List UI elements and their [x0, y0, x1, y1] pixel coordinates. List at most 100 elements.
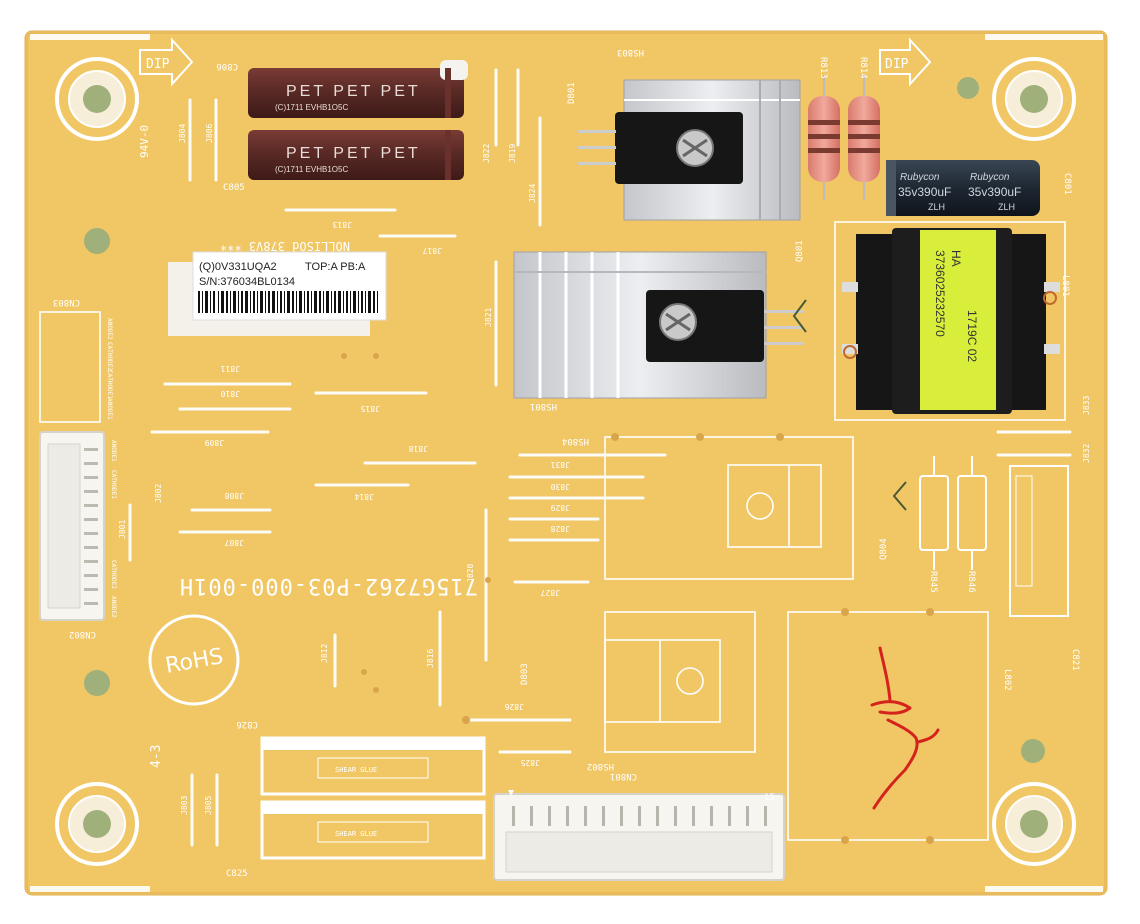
svg-text:Rubycon: Rubycon	[900, 172, 940, 183]
svg-text:J805: J805	[204, 796, 213, 815]
svg-text:(Q)0V331UQA2: (Q)0V331UQA2	[199, 261, 277, 273]
svg-text:J803: J803	[180, 796, 189, 815]
mounting-hole-bottom-right	[992, 782, 1076, 866]
pcb-board	[24, 30, 1108, 896]
svg-text:PET PET PET: PET PET PET	[286, 83, 421, 100]
serial-sticker: (Q)0V331UQA2 TOP:A PB:A S/N:376034BL0134	[168, 251, 387, 336]
mounting-hole-bottom-left	[55, 782, 139, 866]
svg-text:J818: J818	[409, 444, 428, 453]
svg-text:HS802: HS802	[587, 761, 614, 771]
svg-text:C801: C801	[1062, 173, 1072, 195]
svg-text:ANODE2: ANODE2	[110, 596, 117, 618]
vias	[341, 353, 934, 844]
svg-text:S/N:376034BL0134: S/N:376034BL0134	[199, 276, 295, 288]
svg-text:HS804: HS804	[562, 436, 589, 446]
svg-text:HA: HA	[949, 250, 963, 267]
svg-text:J806: J806	[205, 124, 214, 143]
mounting-holes	[55, 57, 1076, 866]
svg-text:R845: R845	[928, 571, 938, 593]
svg-text:(C)1711 EVHB1O5C: (C)1711 EVHB1O5C	[275, 165, 348, 174]
svg-text:J831: J831	[551, 460, 570, 469]
svg-text:J828: J828	[551, 524, 570, 533]
svg-text:C825: C825	[226, 869, 248, 879]
barcode	[198, 291, 378, 313]
svg-text:R813: R813	[818, 57, 828, 79]
svg-text:SHEAR GLUE: SHEAR GLUE	[335, 830, 377, 838]
svg-text:L802: L802	[1002, 669, 1012, 691]
capacitor-c825-outline: SHEAR GLUE	[260, 800, 486, 860]
svg-text:1719C 02: 1719C 02	[965, 310, 979, 362]
svg-text:35v390uF: 35v390uF	[898, 185, 951, 199]
svg-text:D803: D803	[520, 663, 530, 685]
connector-cn801: 15	[493, 790, 785, 881]
svg-text:(C)1711 EVHB1O5C: (C)1711 EVHB1O5C	[275, 103, 348, 112]
svg-text:SHEAR GLUE: SHEAR GLUE	[335, 766, 377, 774]
outline-hs804	[604, 436, 854, 580]
svg-text:TOP:A PB:A: TOP:A PB:A	[305, 261, 366, 273]
red-marker-scribble	[870, 646, 940, 810]
svg-text:C821: C821	[1070, 649, 1080, 671]
resistor-r813	[808, 75, 840, 200]
svg-text:CATHODE1: CATHODE1	[110, 470, 117, 499]
svg-text:94V-0: 94V-0	[138, 125, 151, 158]
svg-text:CATHODE2: CATHODE2	[106, 342, 113, 371]
svg-text:J832: J832	[1082, 444, 1091, 463]
svg-text:J816: J816	[426, 649, 435, 668]
svg-text:Q801: Q801	[795, 240, 805, 262]
capacitor-c805: PET PET PET (C)1711 EVHB1O5C	[248, 130, 464, 180]
svg-text:J801: J801	[118, 520, 127, 539]
hole-left-2	[84, 670, 110, 696]
svg-text:ANODE2: ANODE2	[106, 318, 113, 340]
svg-text:35v390uF: 35v390uF	[968, 185, 1021, 199]
svg-text:4-3: 4-3	[149, 745, 164, 768]
svg-text:CN801: CN801	[610, 771, 637, 781]
svg-text:3736025232570: 3736025232570	[933, 250, 947, 337]
svg-text:NOLLISOd 378V3 ***: NOLLISOd 378V3 ***	[220, 239, 350, 253]
svg-text:J802: J802	[154, 484, 163, 503]
svg-text:R814: R814	[858, 57, 868, 79]
mounting-hole-top-left	[55, 57, 139, 141]
svg-text:ZLH: ZLH	[998, 202, 1015, 212]
svg-text:J815: J815	[361, 404, 380, 413]
svg-text:DIP: DIP	[885, 57, 909, 72]
outline-l802	[787, 611, 989, 841]
hole-right-bottom	[1021, 739, 1045, 763]
svg-text:Q804: Q804	[879, 538, 889, 560]
svg-text:CN802: CN802	[69, 629, 96, 639]
capacitor-c826-outline: SHEAR GLUE	[260, 736, 486, 796]
resistor-r846	[957, 456, 987, 570]
svg-text:ANODE1: ANODE1	[106, 398, 113, 420]
svg-text:DIP: DIP	[146, 57, 170, 72]
svg-text:D801: D801	[567, 82, 577, 104]
svg-text:R846: R846	[966, 571, 976, 593]
svg-text:CN803: CN803	[53, 297, 80, 307]
svg-text:C826: C826	[236, 719, 258, 729]
svg-text:CATHODE1: CATHODE1	[106, 370, 113, 399]
diode-d801	[578, 112, 743, 184]
edge-marks	[30, 34, 1103, 892]
resistor-r845	[919, 456, 949, 570]
svg-text:J825: J825	[521, 758, 540, 767]
svg-text:J807: J807	[225, 538, 244, 547]
svg-text:J826: J826	[505, 702, 524, 711]
capacitor-c806: PET PET PET (C)1711 EVHB1O5C	[248, 60, 468, 118]
svg-text:J833: J833	[1082, 396, 1091, 415]
svg-text:J830: J830	[551, 482, 570, 491]
dip-arrow-right: DIP	[879, 37, 932, 87]
svg-text:J820: J820	[466, 564, 475, 583]
svg-text:HS801: HS801	[530, 401, 557, 411]
hole-left-1	[84, 228, 110, 254]
silkscreen-labels: 715G7262-P03-000-001H RoHS 4-3 94V-0 NOL…	[53, 47, 1091, 879]
capacitor-c821-outline	[1009, 465, 1069, 617]
svg-text:715G7262-P03-000-001H: 715G7262-P03-000-001H	[179, 573, 478, 598]
svg-text:J827: J827	[541, 588, 560, 597]
svg-text:PET PET PET: PET PET PET	[286, 145, 421, 162]
svg-text:HS803: HS803	[617, 47, 644, 57]
svg-text:J821: J821	[484, 308, 493, 327]
svg-text:ZLH: ZLH	[928, 202, 945, 212]
capacitor-c801: Rubycon Rubycon 35v390uF 35v390uF ZLH ZL…	[886, 160, 1040, 216]
outline-d803	[604, 639, 721, 723]
resistor-r814	[848, 75, 880, 200]
svg-text:J813: J813	[333, 220, 352, 229]
